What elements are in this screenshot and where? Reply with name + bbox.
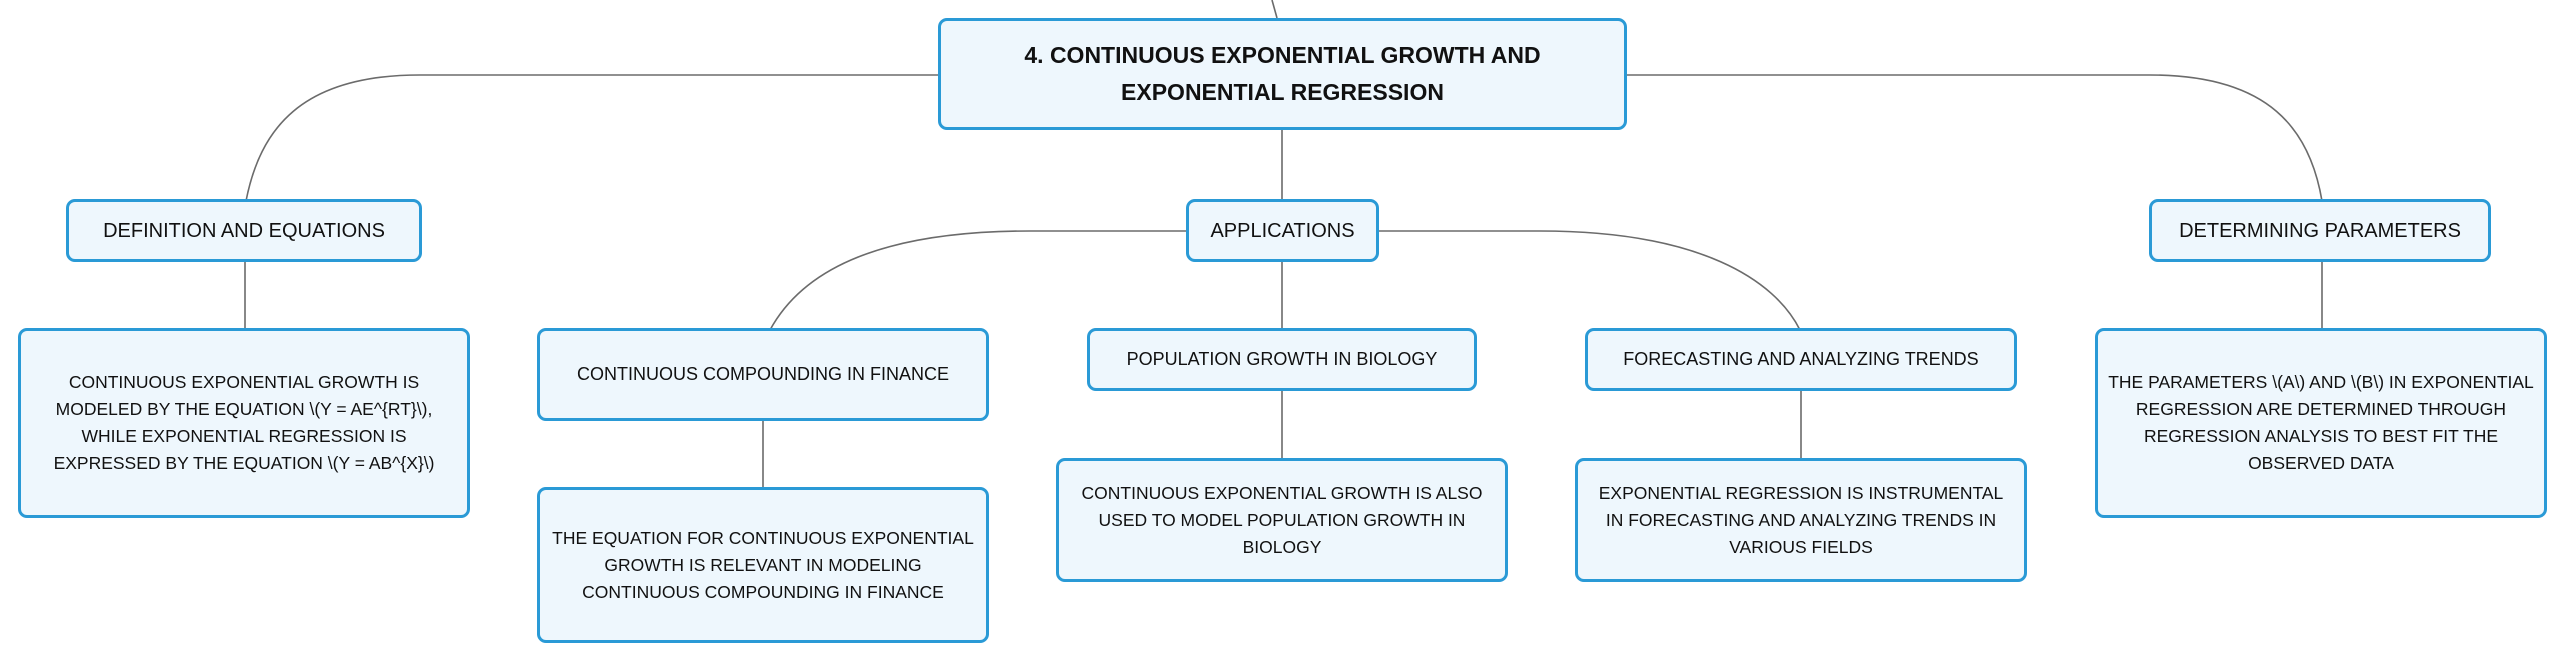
parameters-node[interactable]: DETERMINING PARAMETERS (2149, 199, 2491, 262)
definition-node[interactable]: DEFINITION AND EQUATIONS (66, 199, 422, 262)
definition-label: DEFINITION AND EQUATIONS (103, 219, 385, 242)
parameters-label: DETERMINING PARAMETERS (2179, 219, 2461, 242)
applications-label: APPLICATIONS (1210, 219, 1355, 242)
parameters-detail-text: THE PARAMETERS \(A\) AND \(B\) IN EXPONE… (2108, 372, 2534, 473)
connector-applications-to-finance (769, 230, 1188, 331)
biology-label: POPULATION GROWTH IN BIOLOGY (1126, 349, 1438, 369)
biology-detail-text: CONTINUOUS EXPONENTIAL GROWTH IS ALSO US… (1081, 482, 1483, 557)
finance-detail-node[interactable]: THE EQUATION FOR CONTINUOUS EXPONENTIAL … (537, 487, 989, 643)
finance-detail-text: THE EQUATION FOR CONTINUOUS EXPONENTIAL … (552, 527, 974, 602)
connector-applications-to-forecasting (1377, 230, 1801, 331)
finance-node[interactable]: CONTINUOUS COMPOUNDING IN FINANCE (537, 328, 989, 421)
applications-node[interactable]: APPLICATIONS (1186, 199, 1379, 262)
definition-detail-node[interactable]: CONTINUOUS EXPONENTIAL GROWTH IS MODELED… (18, 328, 470, 518)
biology-detail-node[interactable]: CONTINUOUS EXPONENTIAL GROWTH IS ALSO US… (1056, 458, 1508, 582)
forecasting-detail-node[interactable]: EXPONENTIAL REGRESSION IS INSTRUMENTAL I… (1575, 458, 2027, 582)
connector-root-to-definition (245, 74, 940, 202)
forecasting-detail-text: EXPONENTIAL REGRESSION IS INSTRUMENTAL I… (1598, 482, 2004, 557)
root-node[interactable]: 4. CONTINUOUS EXPONENTIAL GROWTH AND EXP… (938, 18, 1627, 130)
parameters-detail-node[interactable]: THE PARAMETERS \(A\) AND \(B\) IN EXPONE… (2095, 328, 2547, 518)
forecasting-label: FORECASTING AND ANALYZING TRENDS (1623, 349, 1979, 369)
forecasting-node[interactable]: FORECASTING AND ANALYZING TRENDS (1585, 328, 2017, 391)
connector-parent-to-root (1271, 0, 1278, 19)
connector-root-to-parameters (1627, 74, 2323, 202)
finance-label: CONTINUOUS COMPOUNDING IN FINANCE (576, 364, 949, 384)
biology-node[interactable]: POPULATION GROWTH IN BIOLOGY (1087, 328, 1477, 391)
root-title: 4. CONTINUOUS EXPONENTIAL GROWTH AND EXP… (1024, 42, 1541, 105)
definition-detail-text: CONTINUOUS EXPONENTIAL GROWTH IS MODELED… (53, 372, 435, 473)
